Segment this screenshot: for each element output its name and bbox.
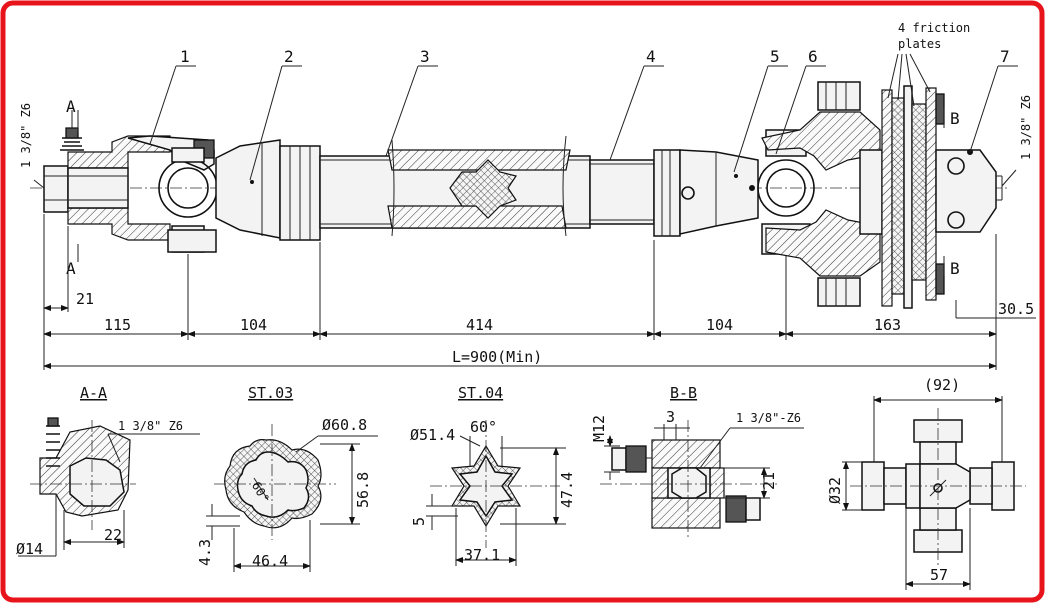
inner-yoke-part-2 xyxy=(215,139,321,241)
inner-tube-part-4 xyxy=(589,159,655,225)
dim-seg-5: 163 xyxy=(874,316,901,334)
section-st04-height: 47.4 xyxy=(558,472,576,508)
section-mark-b-top: B xyxy=(950,109,960,128)
spline-left-label: 1 3/8" Z6 xyxy=(19,103,33,168)
cross-spider xyxy=(842,396,1026,590)
section-st03-wall: 4.3 xyxy=(196,539,214,566)
dim-total-length: L=900(Min) xyxy=(452,348,542,366)
section-bb-bolt: M12 xyxy=(590,415,608,442)
section-aa-title: A-A xyxy=(80,384,107,402)
cross-bore-dim: Ø32 xyxy=(826,477,844,504)
section-st04-wall: 5 xyxy=(410,517,428,526)
part-label-3: 3 xyxy=(420,47,430,66)
section-bb-title: B-B xyxy=(670,384,697,402)
star-tube-cutaway xyxy=(449,159,517,219)
dim-offset-right: 30.5 xyxy=(998,300,1034,318)
section-mark-b-bottom: B xyxy=(950,259,960,278)
part-label-7: 7 xyxy=(1000,47,1010,66)
section-aa-dim-14: Ø14 xyxy=(16,540,43,558)
section-mark-a-top: A xyxy=(66,97,76,116)
section-mark-a-bottom: A xyxy=(66,259,76,278)
section-st04 xyxy=(426,420,566,566)
friction-clutch-part-7 xyxy=(859,85,1003,309)
dim-seg-4: 104 xyxy=(706,316,733,334)
friction-note-line1: 4 friction xyxy=(898,21,970,35)
cross-top-dim: (92) xyxy=(924,376,960,394)
part-leaders xyxy=(149,53,1018,181)
section-aa-spline: 1 3/8" Z6 xyxy=(118,419,183,433)
section-st04-angle: 60° xyxy=(470,418,497,436)
section-bb xyxy=(600,420,804,540)
part-label-5: 5 xyxy=(770,47,780,66)
section-st03-height: 56.8 xyxy=(354,472,372,508)
section-bb-height: 21 xyxy=(760,472,778,490)
dim-seg-2: 104 xyxy=(240,316,267,334)
section-st04-title: ST.04 xyxy=(458,384,503,402)
main-assembly xyxy=(30,53,1018,309)
section-aa xyxy=(18,417,200,557)
part-label-1: 1 xyxy=(180,47,190,66)
friction-note-line2: plates xyxy=(898,37,941,51)
section-st04-width: 37.1 xyxy=(464,546,500,564)
section-st03-outer: Ø60.8 xyxy=(322,416,367,434)
section-st03-width: 46.4 xyxy=(252,552,288,570)
spline-right-label: 1 3/8" Z6 xyxy=(1019,95,1033,160)
dim-seg-1: 115 xyxy=(104,316,131,334)
outer-tube-part-3 xyxy=(319,135,591,237)
part-label-4: 4 xyxy=(646,47,656,66)
section-st03 xyxy=(206,424,378,572)
inner-yoke-part-5 xyxy=(653,149,759,237)
section-bb-spline: 1 3/8"-Z6 xyxy=(736,411,801,425)
dim-seg-3: 414 xyxy=(466,316,493,334)
section-bb-gap: 3 xyxy=(666,408,675,426)
clutch-yoke-part-6 xyxy=(761,81,881,307)
section-st04-outer: Ø51.4 xyxy=(410,426,455,444)
dim-offset-left: 21 xyxy=(76,290,94,308)
section-aa-dim-22: 22 xyxy=(104,526,122,544)
part-label-2: 2 xyxy=(284,47,294,66)
section-st03-title: ST.03 xyxy=(248,384,293,402)
cross-width-dim: 57 xyxy=(930,566,948,584)
left-yoke-part-1 xyxy=(43,110,215,241)
dimension-lines xyxy=(43,214,1036,370)
part-label-6: 6 xyxy=(808,47,818,66)
